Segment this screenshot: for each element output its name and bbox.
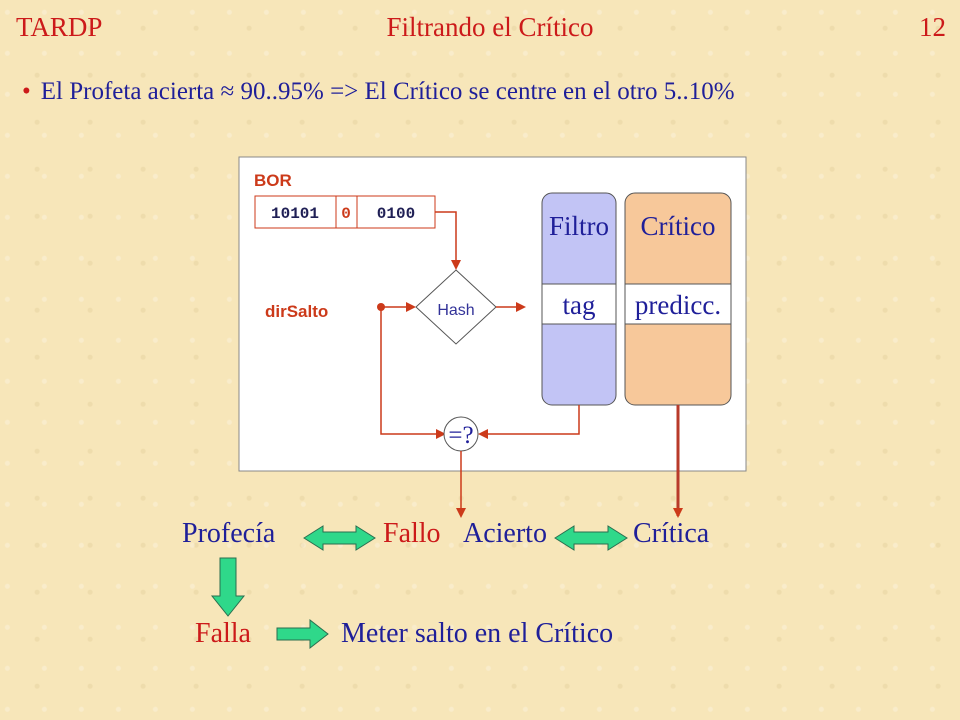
filtro-table: Filtro tag — [541, 192, 617, 406]
profecia-label: Profecía — [182, 518, 276, 549]
critico-title: Crítico — [641, 211, 716, 241]
header-left-title: TARDP — [16, 12, 103, 42]
critico-table: Crítico predicc. — [624, 192, 732, 406]
slide-title: Filtrando el Crítico — [386, 12, 594, 42]
profecia-down-arrow — [210, 557, 246, 617]
falla-label: Falla — [195, 618, 251, 649]
filtro-tag-field: tag — [563, 290, 596, 320]
bor-bits-low: 0100 — [377, 205, 415, 223]
hash-block — [415, 269, 497, 345]
meter-salto-label: Meter salto en el Crítico — [341, 618, 614, 649]
profecia-fallo-double-arrow — [303, 525, 376, 551]
critico-prediction-field: predicc. — [635, 290, 721, 320]
page-number: 12 — [919, 12, 946, 42]
bor-label: BOR — [254, 171, 292, 190]
filtro-title: Filtro — [549, 211, 609, 241]
dirsalto-to-compare-arrow — [380, 307, 446, 439]
bullet-text: El Profeta acierta ≈ 90..95% => El Críti… — [40, 78, 735, 105]
bor-bit-mid: 0 — [341, 205, 351, 223]
filtro-to-compare-arrow — [478, 405, 580, 439]
bor-register: 10101 0 0100 — [254, 195, 436, 229]
bor-to-hash-arrow — [435, 211, 461, 270]
fallo-label: Fallo — [383, 518, 441, 549]
acierto-label: Acierto — [463, 518, 547, 549]
falla-right-arrow — [276, 618, 329, 650]
acierto-critica-double-arrow — [554, 525, 628, 551]
bor-bits-high: 10101 — [271, 205, 319, 223]
bullet-dot: • — [22, 78, 31, 105]
critica-label: Crítica — [633, 518, 710, 549]
bullet-point: • El Profeta acierta ≈ 90..95% => El Crít… — [22, 78, 735, 106]
compare-label: =? — [448, 422, 473, 449]
hash-label: Hash — [437, 302, 474, 319]
dirsalto-label: dirSalto — [265, 302, 328, 321]
